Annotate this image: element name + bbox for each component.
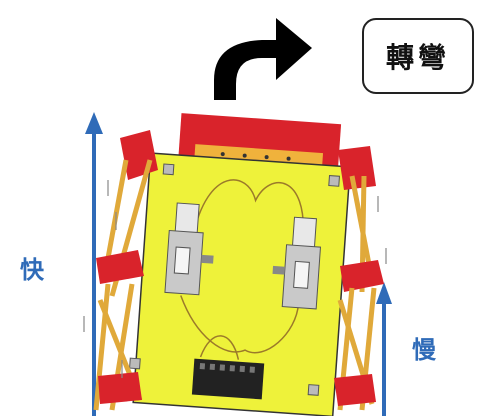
fast-label: 快 (20, 256, 44, 284)
turn-label: 轉彎 (385, 41, 450, 74)
fast-arrow-icon (85, 112, 103, 416)
robot-body (129, 113, 351, 416)
left-motor (164, 202, 214, 296)
left-legs (93, 130, 158, 411)
right-legs (334, 146, 384, 411)
slow-label: 慢 (412, 336, 436, 364)
right-motor (272, 216, 322, 310)
slow-arrow-icon (376, 282, 392, 416)
motion-lines (83, 180, 387, 378)
turn-label-box: 轉彎 (362, 18, 474, 94)
turn-arrow-icon (214, 18, 312, 100)
